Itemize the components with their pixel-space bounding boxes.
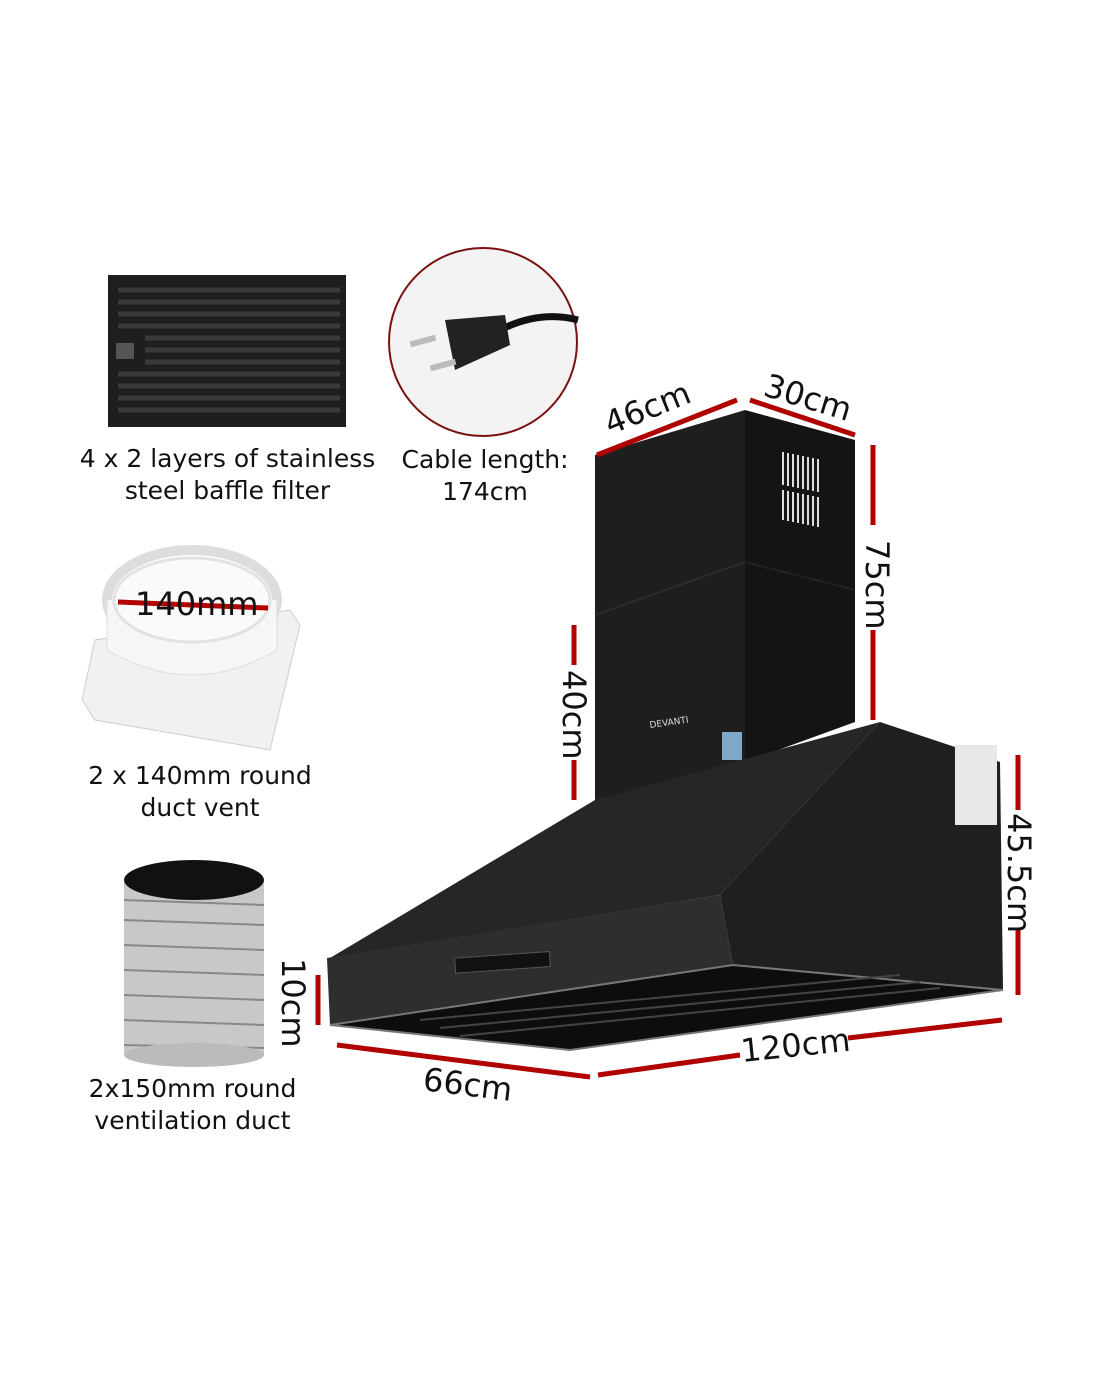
duct-vent-caption: 2 x 140mm round duct vent — [70, 760, 330, 824]
dim-chimney-height: 75cm — [858, 540, 896, 629]
cable-length-caption: Cable length: 174cm — [390, 444, 580, 508]
caption-line: 4 x 2 layers of stainless — [79, 444, 376, 473]
baffle-filter-caption: 4 x 2 layers of stainless steel baffle f… — [70, 443, 385, 507]
range-hood-image: DEVANTI — [327, 410, 1004, 1052]
caption-line: 2 x 140mm round — [88, 761, 312, 790]
power-plug-image — [388, 247, 579, 437]
dim-lower-chimney: 40cm — [555, 670, 593, 759]
ventilation-duct-image — [123, 860, 265, 1067]
dim-duct-length: 10cm — [274, 958, 312, 1047]
caption-line: 2x150mm round — [88, 1074, 297, 1103]
caption-line: ventilation duct — [94, 1106, 291, 1135]
caption-line: duct vent — [140, 793, 260, 822]
duct-vent-image — [81, 545, 301, 751]
caption-line: Cable length: — [401, 445, 569, 474]
caption-line: steel baffle filter — [124, 476, 331, 505]
dim-hood-width: 120cm — [739, 1021, 852, 1070]
baffle-filter-image — [108, 275, 346, 427]
dimension-lines — [315, 397, 1021, 1080]
caption-line: 174cm — [442, 477, 528, 506]
dim-hood-height: 45.5cm — [1000, 813, 1038, 933]
dim-vent-diameter: 140mm — [135, 585, 258, 623]
ventilation-duct-caption: 2x150mm round ventilation duct — [70, 1073, 315, 1137]
